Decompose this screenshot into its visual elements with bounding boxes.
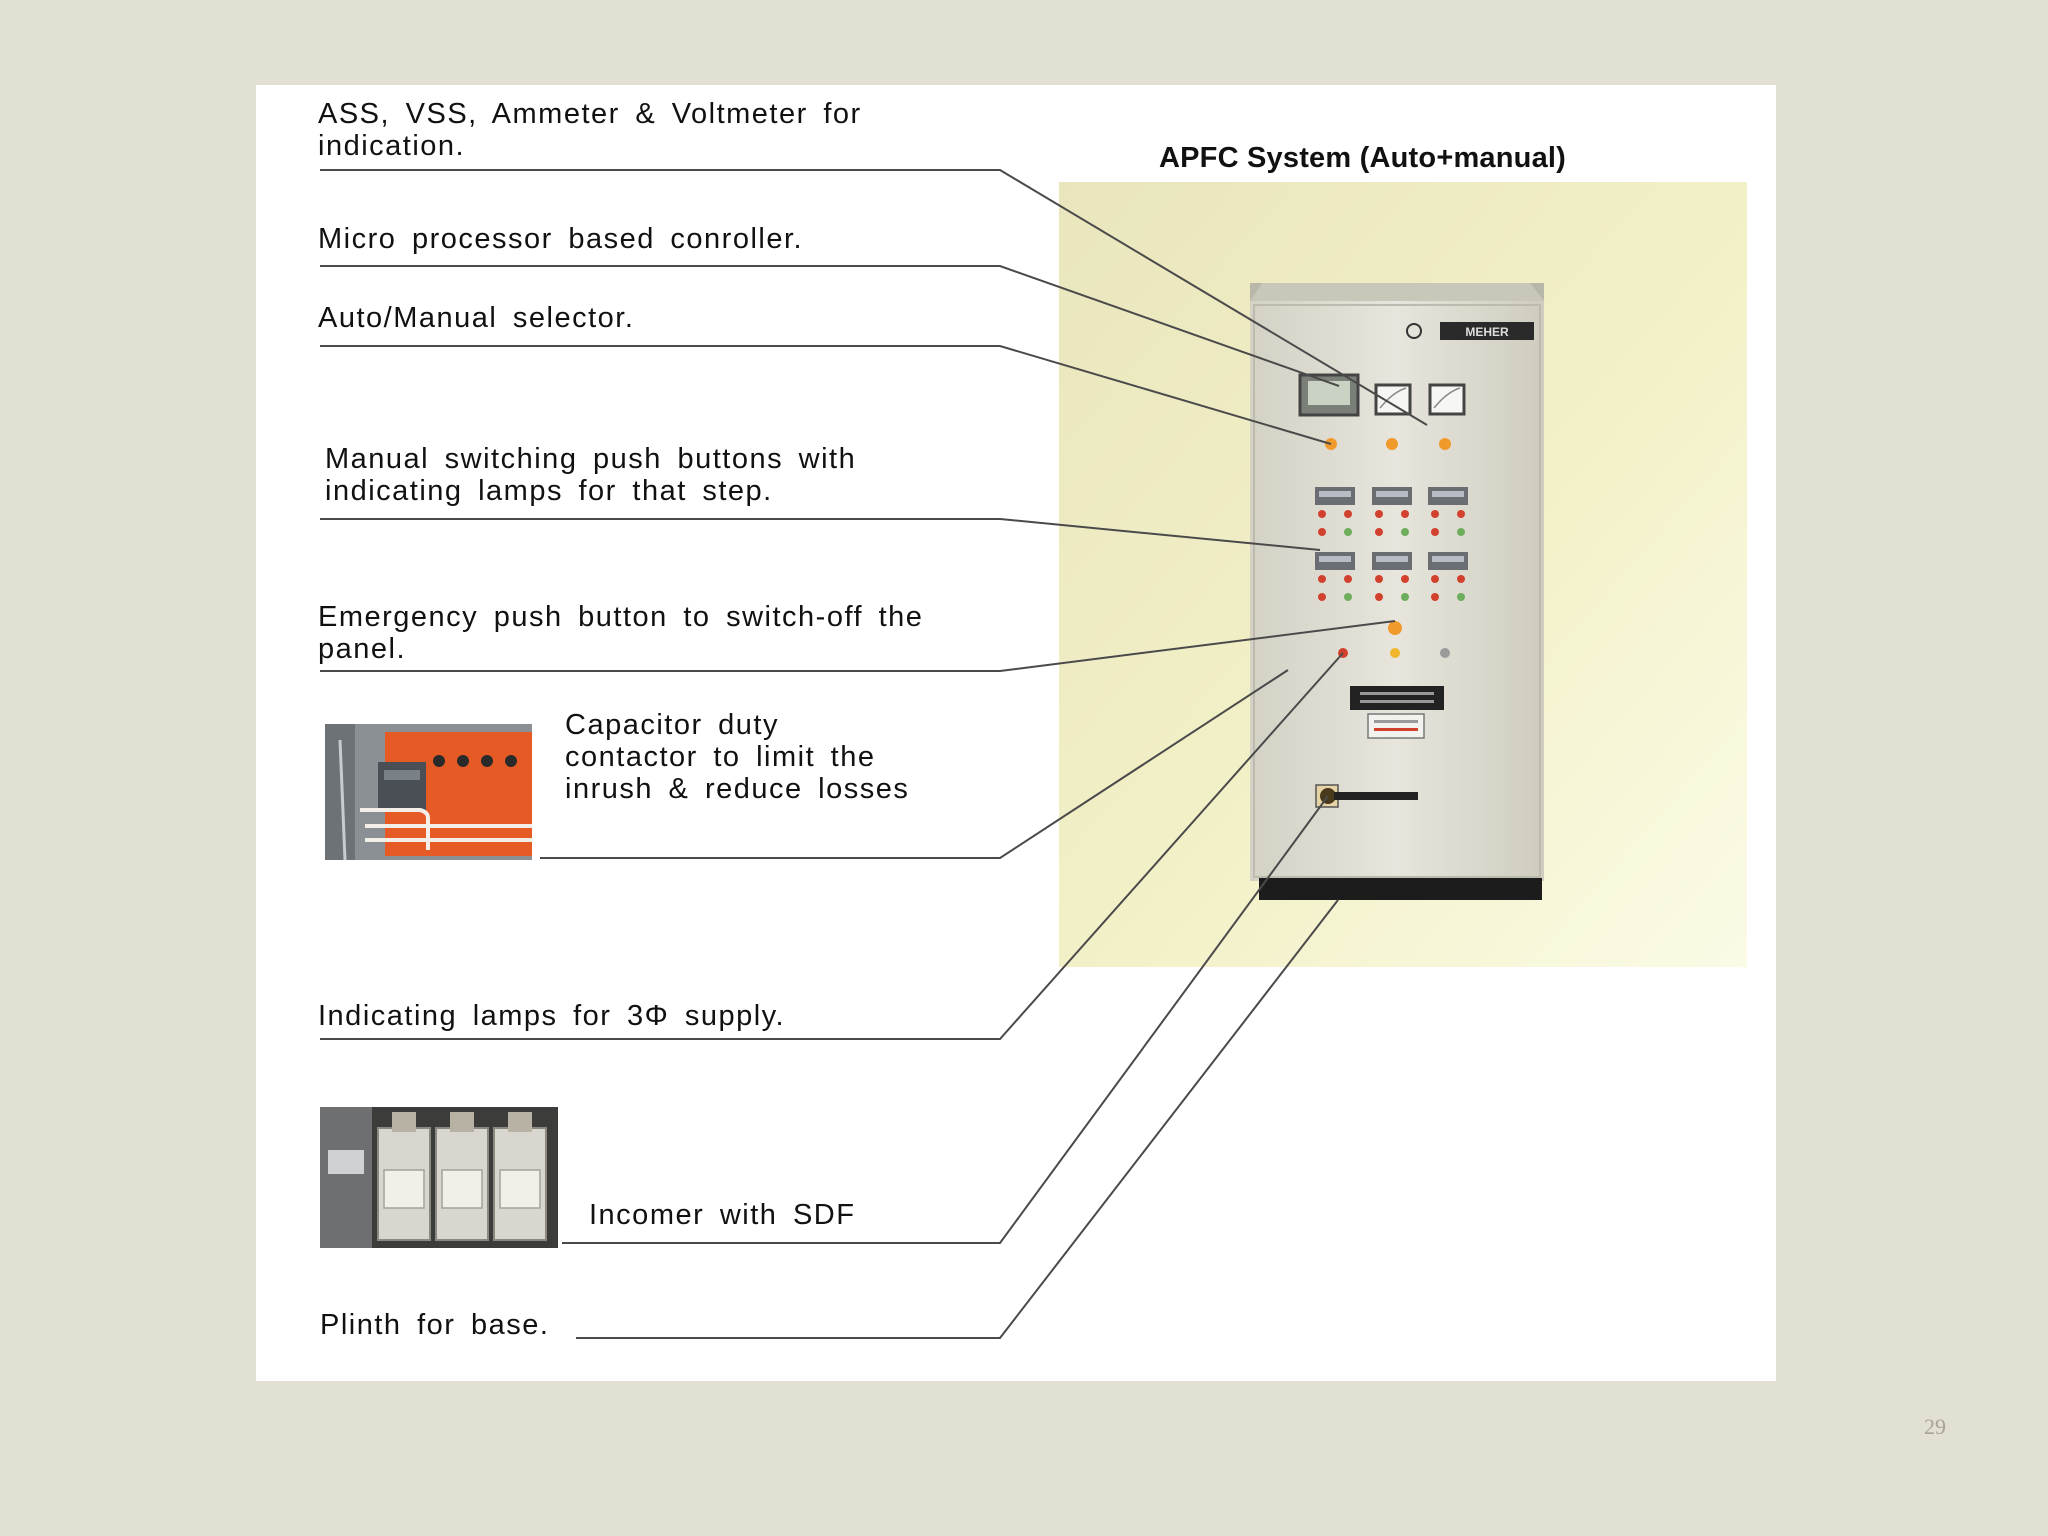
- leader-lamps: [320, 652, 1344, 1040]
- leader-emergency: [320, 620, 1396, 672]
- label-incomer: Incomer with SDF: [589, 1199, 856, 1231]
- indicating-lamp: [1390, 648, 1400, 658]
- selector-switch: [1439, 438, 1451, 450]
- selector-switch: [1386, 438, 1398, 450]
- step-button-block: [1315, 552, 1468, 601]
- logo-icon: [1406, 323, 1422, 339]
- plinth-base: [1259, 878, 1542, 900]
- apfc-panel: MEHER: [1250, 283, 1544, 900]
- nameplate: [1350, 686, 1444, 710]
- voltmeter: [1428, 383, 1466, 416]
- page-number: 29: [1924, 1414, 1946, 1439]
- brand-plate: [1440, 322, 1534, 340]
- contactor-photo: [325, 724, 532, 861]
- emergency-push-button: [1388, 621, 1402, 635]
- incomer-photo: [320, 1107, 558, 1248]
- leader-meters: [320, 169, 1428, 426]
- leader-plinth: [576, 899, 1339, 1339]
- leader-pushbuttons: [320, 518, 1321, 551]
- leader-lines: [320, 169, 1428, 1339]
- diagram-title: APFC System (Auto+manual): [1159, 142, 1567, 174]
- svg-text:MEHER: MEHER: [1465, 325, 1509, 339]
- label-lamps: Indicating lamps for 3Φ supply.: [318, 1000, 786, 1032]
- label-selector: Auto/Manual selector.: [318, 302, 635, 334]
- label-controller: Micro processor based conroller.: [318, 223, 804, 255]
- leader-controller: [320, 265, 1340, 387]
- label-plinth: Plinth for base.: [320, 1309, 550, 1341]
- indicating-lamp: [1440, 648, 1450, 658]
- leader-selector: [320, 345, 1332, 445]
- step-button-block: [1315, 487, 1468, 536]
- leader-incomer: [562, 795, 1329, 1244]
- warning-label: [1367, 713, 1425, 739]
- leader-contactor: [540, 669, 1289, 859]
- ammeter: [1374, 383, 1412, 416]
